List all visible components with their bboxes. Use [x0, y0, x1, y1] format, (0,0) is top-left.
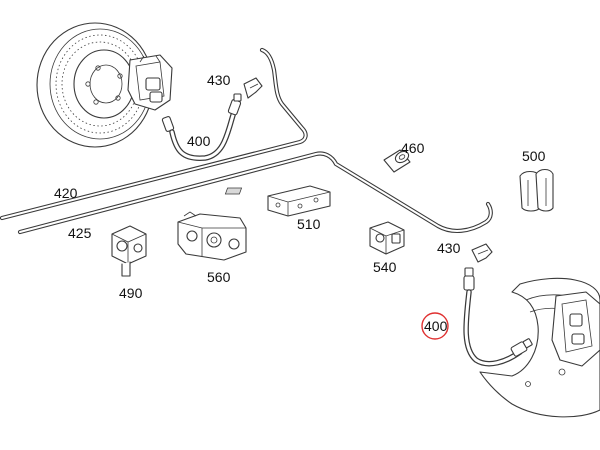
brake-hose-top[interactable]: [161, 93, 242, 161]
callout-400-top[interactable]: 400: [187, 133, 211, 149]
clip-500[interactable]: [519, 168, 554, 212]
selection-ring: [421, 312, 449, 340]
callout-400-selected[interactable]: 400: [424, 318, 448, 334]
brake-line-420[interactable]: [0, 47, 308, 221]
callout-460[interactable]: 460: [401, 140, 425, 156]
callout-560[interactable]: 560: [207, 269, 231, 285]
brake-line-425[interactable]: [17, 151, 493, 235]
callout-430-right[interactable]: 430: [437, 240, 461, 256]
selected-callout-400[interactable]: 400: [421, 312, 449, 340]
brake-backing-plate-assembly[interactable]: [479, 277, 600, 418]
holder-540[interactable]: [369, 221, 405, 255]
callout-420[interactable]: 420: [54, 185, 78, 201]
holder-510[interactable]: [224, 185, 331, 217]
callout-490[interactable]: 490: [119, 285, 143, 301]
callout-430-top[interactable]: 430: [207, 72, 231, 88]
callout-425[interactable]: 425: [68, 225, 92, 241]
sleeve-460[interactable]: [383, 149, 411, 173]
brake-hose-right[interactable]: [463, 267, 533, 367]
holder-560[interactable]: [177, 211, 247, 261]
callout-500[interactable]: 500: [522, 148, 546, 164]
callout-510[interactable]: 510: [297, 216, 321, 232]
bracket-430-top[interactable]: [243, 77, 263, 99]
callout-540[interactable]: 540: [373, 259, 397, 275]
holder-490[interactable]: [111, 225, 147, 277]
rear-brake-disc-assembly[interactable]: [36, 22, 173, 148]
bracket-430-right[interactable]: [471, 243, 493, 263]
